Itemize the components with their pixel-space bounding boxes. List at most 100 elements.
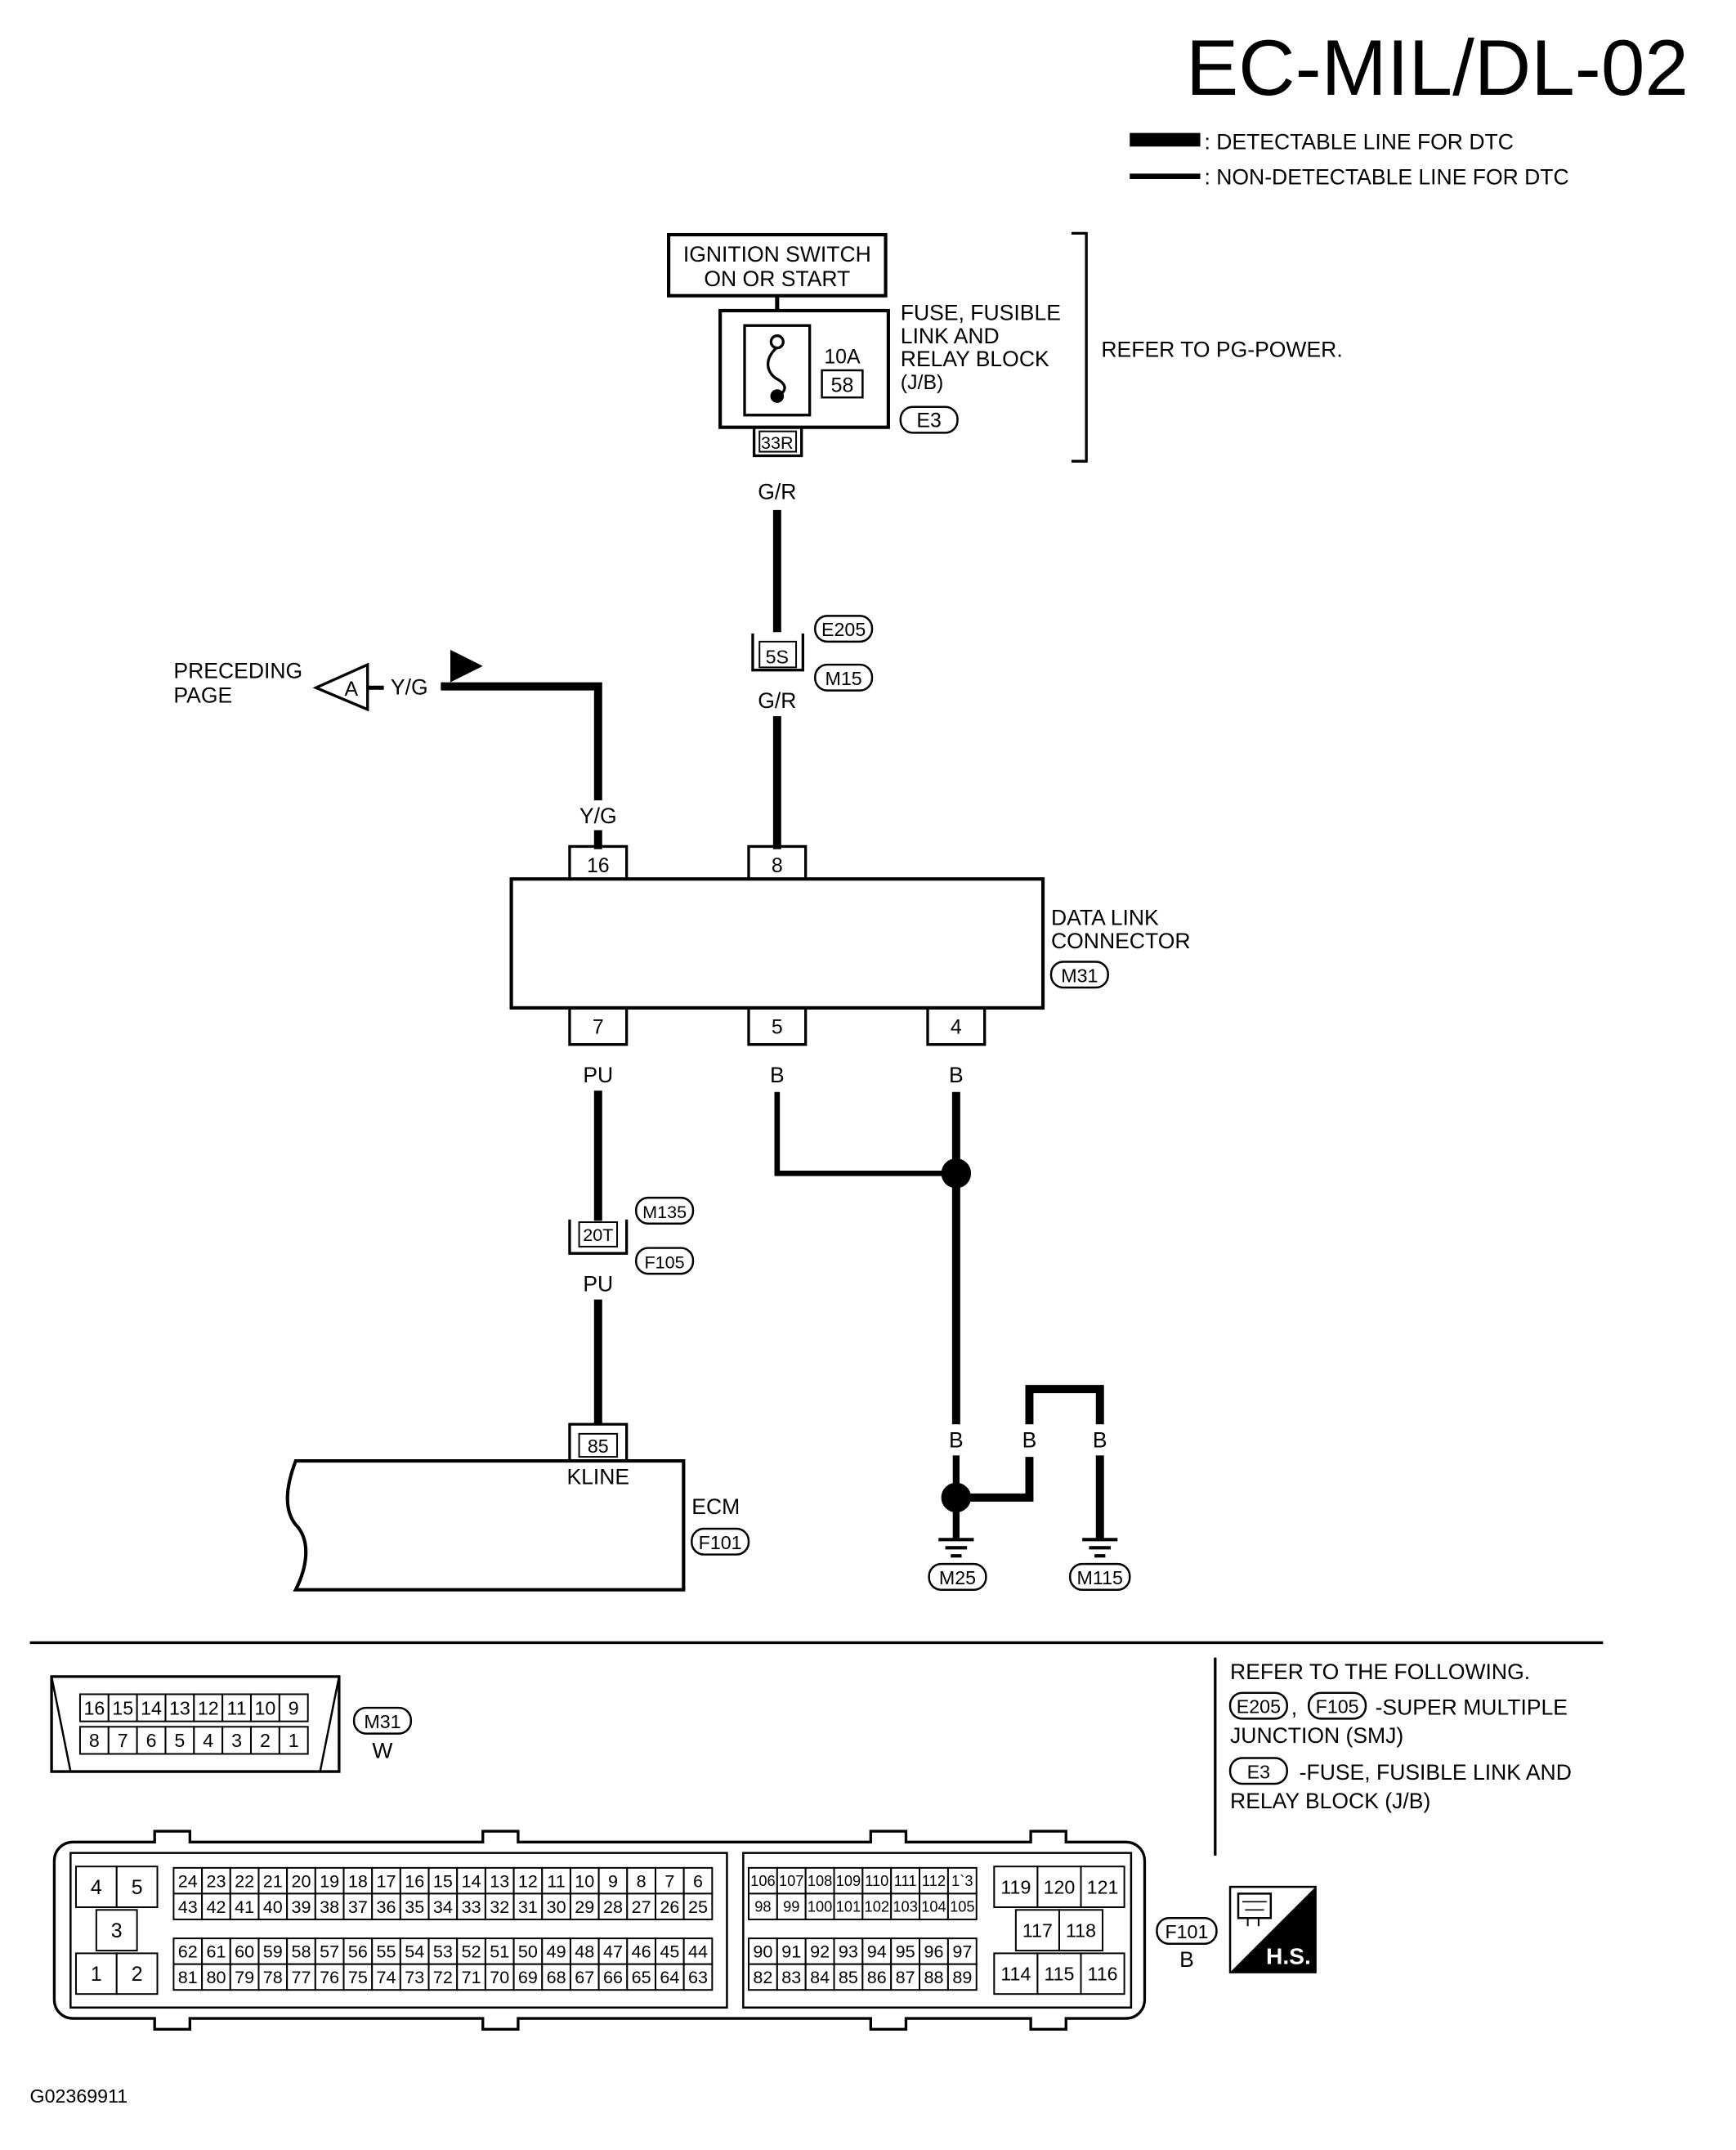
connector-pin: 83 xyxy=(776,1963,807,1991)
svg-text:24: 24 xyxy=(178,1870,198,1891)
svg-text:72: 72 xyxy=(433,1967,453,1987)
joint-connector-5s: 5S xyxy=(751,633,805,672)
connector-pin: 49 xyxy=(541,1937,571,1965)
connector-pin: 43 xyxy=(172,1892,204,1920)
connector-pin: 27 xyxy=(626,1892,656,1920)
svg-text:32: 32 xyxy=(490,1897,509,1917)
svg-text:38: 38 xyxy=(320,1897,339,1917)
connector-pin: 93 xyxy=(833,1937,864,1965)
svg-text:2: 2 xyxy=(260,1730,271,1751)
connector-pin: 114 xyxy=(993,1952,1039,1995)
svg-text:4: 4 xyxy=(951,1015,962,1038)
connector-pin: 10 xyxy=(250,1693,280,1722)
connector-pin: 101 xyxy=(833,1892,864,1920)
svg-text:106: 106 xyxy=(750,1872,775,1889)
refer-tag-f105: F105 xyxy=(1308,1691,1367,1720)
connector-pin: 14 xyxy=(136,1693,167,1722)
connector-pin: 55 xyxy=(371,1937,401,1965)
svg-text:16: 16 xyxy=(587,854,610,877)
connector-pin: 6 xyxy=(136,1726,167,1755)
svg-text:8: 8 xyxy=(89,1730,100,1751)
connector-pin: 33 xyxy=(456,1892,486,1920)
connector-pin: 58 xyxy=(286,1937,316,1965)
connector-pin: 121 xyxy=(1080,1866,1125,1908)
wire-label-pu-bottom: PU xyxy=(583,1272,613,1297)
connector-pin: 112 xyxy=(919,1866,949,1895)
hs-badge: H.S. xyxy=(1228,1885,1317,1973)
connector-pin: 97 xyxy=(946,1937,978,1965)
fuse-amps: 10A xyxy=(824,346,861,369)
svg-text:53: 53 xyxy=(433,1942,453,1962)
svg-text:98: 98 xyxy=(754,1898,771,1915)
connector-pin: 20 xyxy=(286,1866,316,1895)
svg-text:51: 51 xyxy=(490,1942,509,1962)
svg-text:110: 110 xyxy=(865,1872,888,1889)
svg-text:23: 23 xyxy=(206,1870,226,1891)
connector-pin: 26 xyxy=(654,1892,685,1920)
svg-text:70: 70 xyxy=(490,1967,509,1987)
connector-pin: 103 xyxy=(890,1892,921,1920)
connector-tag-m31: M31 xyxy=(1049,961,1109,989)
connector-tag-m135: M135 xyxy=(635,1196,695,1225)
refer-bracket xyxy=(1071,231,1088,463)
connector-pin: 24 xyxy=(172,1866,204,1895)
connector-pin: 67 xyxy=(569,1963,600,1991)
svg-text:5: 5 xyxy=(772,1015,783,1038)
svg-text:117: 117 xyxy=(1022,1920,1053,1942)
svg-text:E3: E3 xyxy=(1247,1761,1270,1782)
refer-tag-e3: E3 xyxy=(1228,1757,1288,1785)
harness-icon xyxy=(1237,1892,1273,1927)
svg-text:102: 102 xyxy=(865,1898,889,1915)
svg-text:27: 27 xyxy=(632,1897,651,1917)
connector-pin: 3 xyxy=(221,1726,253,1755)
svg-text:7: 7 xyxy=(593,1015,604,1038)
svg-text:14: 14 xyxy=(462,1870,481,1891)
svg-text:31: 31 xyxy=(518,1897,538,1917)
svg-text:47: 47 xyxy=(603,1942,623,1962)
svg-text:68: 68 xyxy=(547,1967,566,1987)
svg-text:112: 112 xyxy=(922,1872,946,1889)
wire-yg xyxy=(441,682,602,800)
connector-pin: 16 xyxy=(399,1866,430,1895)
connector-pin: 68 xyxy=(541,1963,571,1991)
svg-text:20: 20 xyxy=(292,1870,311,1891)
ignition-switch-line2: ON OR START xyxy=(704,267,850,291)
svg-text:109: 109 xyxy=(836,1872,861,1889)
connector-pin: 9 xyxy=(597,1866,629,1895)
connector-pin: 92 xyxy=(804,1937,835,1965)
dlc-pin-16: 16 xyxy=(568,844,629,880)
svg-text:E205: E205 xyxy=(821,619,866,640)
legend: : DETECTABLE LINE FOR DTC : NON-DETECTAB… xyxy=(1130,130,1569,190)
connector-pin: 2 xyxy=(115,1952,159,1995)
svg-text:82: 82 xyxy=(753,1967,772,1987)
svg-text:118: 118 xyxy=(1066,1920,1096,1942)
svg-text:F101: F101 xyxy=(699,1532,742,1553)
dlc-label-1: DATA LINK xyxy=(1051,906,1159,930)
svg-text:17: 17 xyxy=(377,1870,396,1891)
footer-code: G02369911 xyxy=(30,2085,128,2107)
svg-text:M115: M115 xyxy=(1077,1567,1123,1588)
connector-pin: 70 xyxy=(484,1963,515,1991)
face-tag-m31: M31 xyxy=(352,1706,413,1735)
connector-pin: 107 xyxy=(776,1866,807,1895)
svg-text:33: 33 xyxy=(462,1897,481,1917)
connector-tag-f105: F105 xyxy=(635,1247,695,1275)
svg-text:48: 48 xyxy=(575,1942,594,1962)
svg-text:M15: M15 xyxy=(825,668,862,689)
connector-pin: 88 xyxy=(919,1963,949,1991)
svg-text:57: 57 xyxy=(320,1942,339,1962)
svg-text:E205: E205 xyxy=(1237,1696,1281,1718)
connector-pin: 98 xyxy=(747,1892,778,1920)
connector-pin: 37 xyxy=(342,1892,374,1920)
svg-text:45: 45 xyxy=(660,1942,679,1962)
connector-pin: 51 xyxy=(484,1937,515,1965)
refer-power-text: REFER TO PG-POWER. xyxy=(1101,337,1342,361)
connector-pin: 73 xyxy=(399,1963,430,1991)
svg-text:88: 88 xyxy=(924,1967,943,1987)
svg-text:60: 60 xyxy=(235,1942,254,1962)
connector-pin: 8 xyxy=(78,1726,110,1755)
connector-pin: 96 xyxy=(919,1937,949,1965)
svg-text:13: 13 xyxy=(169,1697,190,1718)
